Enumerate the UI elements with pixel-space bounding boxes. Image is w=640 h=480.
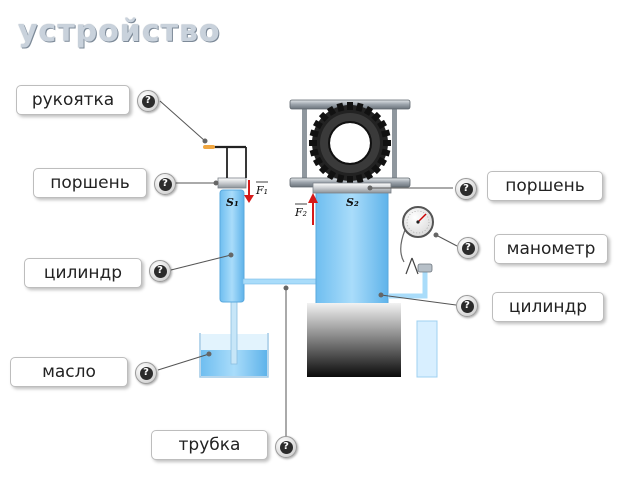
connecting-tube — [242, 278, 320, 285]
force-arrow-f2 — [308, 193, 318, 225]
label-oil[interactable]: масло — [10, 357, 128, 387]
help-icon-manometer[interactable]: ? — [457, 237, 479, 259]
label-small-cylinder[interactable]: цилиндр — [24, 258, 142, 288]
label-tube[interactable]: трубка — [151, 430, 268, 460]
tire — [309, 102, 391, 184]
help-icon-large-cylinder[interactable]: ? — [456, 295, 478, 317]
label-large-cylinder[interactable]: цилиндр — [492, 292, 604, 322]
help-icon-small-piston[interactable]: ? — [154, 173, 176, 195]
help-icon-oil[interactable]: ? — [135, 362, 157, 384]
label-manometer[interactable]: манометр — [494, 234, 608, 264]
help-icon-large-piston[interactable]: ? — [455, 178, 477, 200]
area-s2-label: S₂ — [346, 196, 359, 209]
area-s1-label: S₁ — [226, 196, 239, 209]
leader-lines — [157, 100, 458, 446]
help-icon-handle[interactable]: ? — [137, 90, 159, 112]
label-small-piston[interactable]: поршень — [33, 168, 147, 198]
large-cylinder — [312, 182, 392, 307]
help-icon-small-cylinder[interactable]: ? — [149, 260, 171, 282]
page-title: устройство — [18, 14, 221, 49]
label-handle[interactable]: рукоятка — [16, 85, 130, 115]
force-arrow-f1 — [244, 180, 254, 203]
force-f1-label: F₁ — [255, 184, 268, 197]
help-icon-tube[interactable]: ? — [275, 436, 297, 458]
press-base — [307, 303, 401, 377]
manometer-gauge — [400, 206, 434, 263]
force-f2-label: F₂ — [294, 206, 307, 219]
valve-pipe — [388, 257, 438, 378]
pump-handle — [203, 145, 247, 178]
label-large-piston[interactable]: поршень — [487, 171, 603, 201]
